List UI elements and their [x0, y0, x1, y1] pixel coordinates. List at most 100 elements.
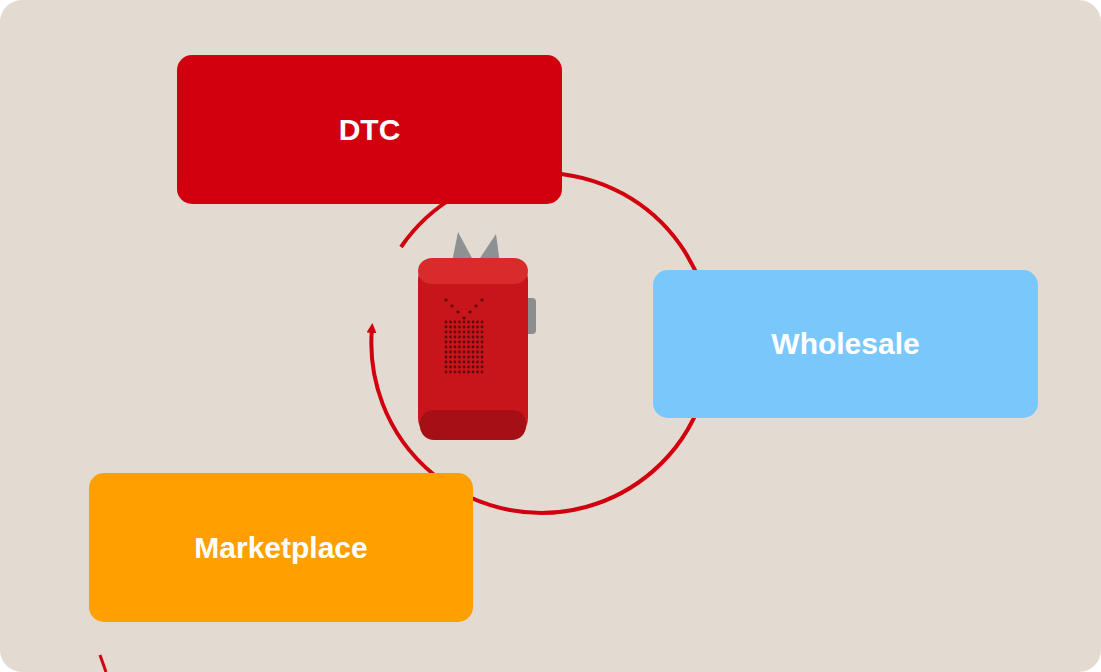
speaker-dot — [476, 331, 479, 334]
speaker-dot — [463, 351, 466, 354]
speaker-dot — [458, 351, 461, 354]
speaker-dot — [458, 371, 461, 374]
speaker-dot — [449, 346, 452, 349]
speaker-dot — [476, 341, 479, 344]
speaker-dot — [454, 351, 457, 354]
speaker-dot — [463, 366, 466, 369]
speaker-dot — [472, 341, 475, 344]
speaker-dot — [445, 331, 448, 334]
speaker-dot — [467, 366, 470, 369]
speaker-dot — [458, 331, 461, 334]
speaker-dot — [449, 356, 452, 359]
channel-label: DTC — [339, 112, 401, 148]
speaker-dot — [481, 336, 484, 339]
speaker-dot — [472, 346, 475, 349]
speaker-dot — [454, 366, 457, 369]
speaker-dot — [454, 341, 457, 344]
speaker-dot — [445, 346, 448, 349]
speaker-dot — [445, 366, 448, 369]
channel-label: Wholesale — [771, 326, 919, 362]
speaker-dot — [449, 331, 452, 334]
speaker-dot — [445, 371, 448, 374]
speaker-dot — [445, 351, 448, 354]
speaker-dot — [481, 361, 484, 364]
speaker-dot — [458, 361, 461, 364]
speaker-dot — [454, 356, 457, 359]
speaker-dot — [463, 341, 466, 344]
speaker-dot — [467, 346, 470, 349]
speaker-dot — [463, 361, 466, 364]
channel-box: DTC — [177, 55, 562, 204]
speaker-dot — [449, 326, 452, 329]
speaker-dot — [472, 366, 475, 369]
toniebox-illustration — [418, 232, 536, 440]
speaker-dot — [449, 336, 452, 339]
speaker-dot — [481, 331, 484, 334]
speaker-dot — [458, 346, 461, 349]
speaker-dot — [463, 346, 466, 349]
speaker-dot — [458, 336, 461, 339]
speaker-dot — [476, 356, 479, 359]
speaker-dot — [472, 321, 475, 324]
speaker-dot — [467, 336, 470, 339]
speaker-dot — [463, 371, 466, 374]
channel-label: Marketplace — [194, 530, 367, 566]
speaker-dot — [449, 351, 452, 354]
partial-arrow-line — [100, 655, 106, 672]
speaker-dot — [445, 356, 448, 359]
speaker-dot — [467, 351, 470, 354]
speaker-dot — [454, 371, 457, 374]
speaker-dot — [463, 356, 466, 359]
speaker-dot — [481, 366, 484, 369]
speaker-dot — [476, 346, 479, 349]
speaker-dot — [481, 346, 484, 349]
speaker-dot — [481, 321, 484, 324]
speaker-dot — [476, 321, 479, 324]
speaker-dot — [467, 371, 470, 374]
speaker-dot — [467, 356, 470, 359]
speaker-dot — [449, 371, 452, 374]
speaker-dot — [472, 331, 475, 334]
speaker-dot — [449, 321, 452, 324]
speaker-dot — [463, 326, 466, 329]
speaker-dot — [445, 321, 448, 324]
speaker-dot — [476, 351, 479, 354]
speaker-dot — [454, 321, 457, 324]
speaker-dot — [481, 341, 484, 344]
speaker-dot — [481, 326, 484, 329]
speaker-dot — [472, 361, 475, 364]
speaker-dot — [467, 321, 470, 324]
speaker-dot — [472, 356, 475, 359]
channel-box: Marketplace — [89, 473, 473, 622]
speaker-dot — [458, 321, 461, 324]
speaker-dot — [463, 336, 466, 339]
speaker-dot — [476, 366, 479, 369]
speaker-dot — [472, 351, 475, 354]
speaker-dot — [458, 341, 461, 344]
speaker-dot — [445, 326, 448, 329]
speaker-dot — [467, 361, 470, 364]
speaker-dot — [458, 356, 461, 359]
speaker-dot — [454, 361, 457, 364]
speaker-dot — [467, 326, 470, 329]
speaker-dot — [476, 326, 479, 329]
speaker-dot — [476, 371, 479, 374]
speaker-dot — [454, 346, 457, 349]
speaker-dot — [481, 356, 484, 359]
speaker-dot — [472, 336, 475, 339]
speaker-dot — [454, 331, 457, 334]
speaker-dot — [467, 341, 470, 344]
speaker-dot — [454, 326, 457, 329]
speaker-dot — [463, 321, 466, 324]
speaker-dot — [463, 331, 466, 334]
speaker-dot — [445, 341, 448, 344]
speaker-dot — [449, 341, 452, 344]
speaker-dot — [449, 366, 452, 369]
speaker-dot — [454, 336, 457, 339]
speaker-dot — [458, 366, 461, 369]
speaker-dot — [476, 361, 479, 364]
speaker-dot — [472, 371, 475, 374]
speaker-dot — [445, 336, 448, 339]
speaker-dot — [449, 361, 452, 364]
